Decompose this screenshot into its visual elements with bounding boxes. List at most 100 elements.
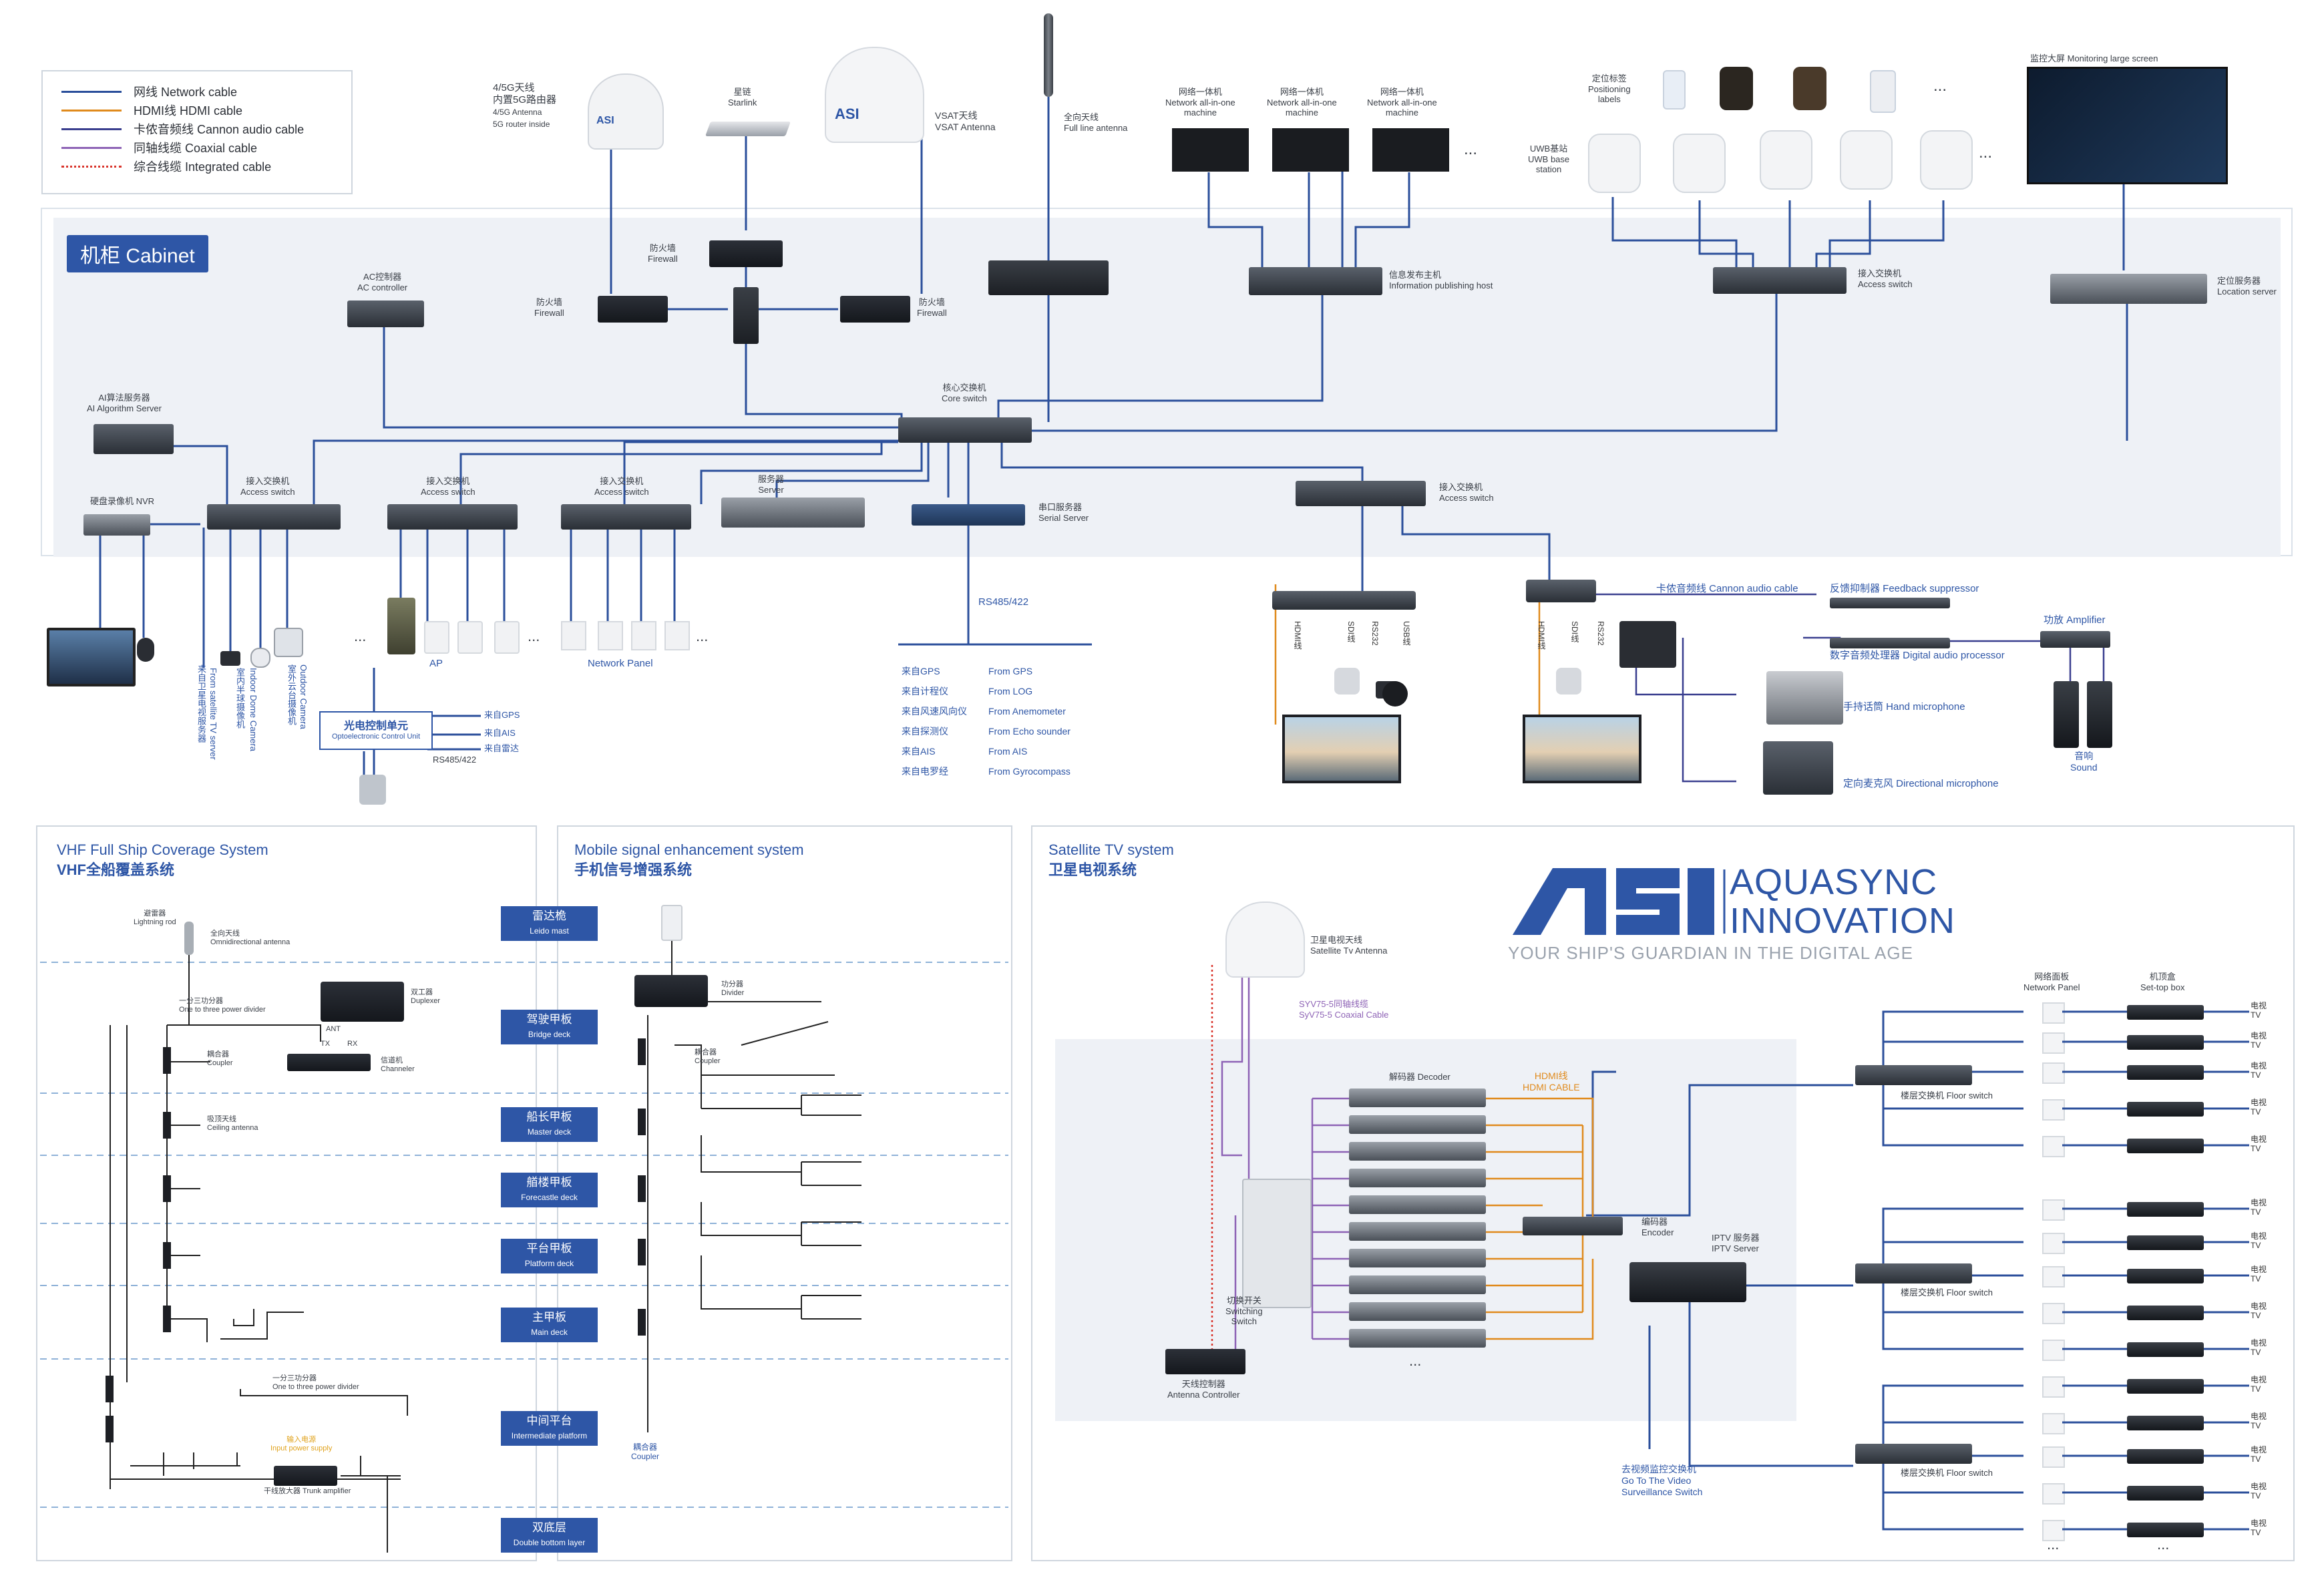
antenna-controller-icon — [1165, 1349, 1245, 1374]
feedback-suppressor-icon — [1830, 598, 1950, 608]
serial-source-zh: 来自计程仪 — [902, 686, 948, 697]
outdoor-ap-icon — [387, 598, 415, 654]
camera-1-icon — [220, 651, 240, 666]
coupler-6-icon — [106, 1376, 114, 1402]
panel-bottom-ellipsis: ... — [2047, 1536, 2060, 1553]
deck-separators — [40, 962, 1008, 1508]
full-line-receiver-icon — [988, 260, 1109, 295]
tv-link-line — [2062, 1421, 2249, 1424]
tv-link-line — [2062, 1144, 2249, 1147]
ptz-camera-icon — [274, 628, 303, 657]
tv-link-line — [2062, 1528, 2249, 1531]
coupler-5-icon — [163, 1306, 171, 1332]
tv-link-line — [2062, 1454, 2249, 1457]
conference-tv-2-icon — [1523, 715, 1641, 783]
vhf-cables — [110, 955, 408, 1553]
dome-camera-icon — [250, 648, 270, 668]
mobile-coupler-1-icon — [638, 1038, 646, 1065]
uwb-station-4-icon — [1840, 130, 1893, 190]
mouse-icon — [137, 638, 154, 662]
tv-network-panel-icon — [2042, 1062, 2065, 1084]
serial-source-zh: 来自探测仪 — [902, 726, 948, 737]
tv-network-panel-icon — [2042, 1340, 2065, 1361]
ap-ellipsis-2: ... — [528, 628, 540, 644]
lightning-rod-icon — [184, 922, 194, 955]
set-top-box-icon — [2127, 1342, 2204, 1357]
coupler-4-icon — [163, 1242, 171, 1269]
outdoor-camera-label: 室外云台摄像机 — [286, 664, 297, 725]
set-top-box-icon — [2127, 1235, 2204, 1250]
network-panel-3-icon — [631, 621, 656, 650]
conference-host-1-icon — [1272, 591, 1416, 610]
legend-item-cannon: 卡侬音频线 Cannon audio cable — [61, 121, 304, 137]
floor-switch-1-icon — [1855, 1065, 1972, 1085]
access-switch-5-icon — [1713, 267, 1847, 294]
conference-camera-1-icon — [1334, 668, 1360, 695]
core-switch-icon — [898, 417, 1032, 443]
stb-bottom-ellipsis: ... — [2157, 1536, 2170, 1553]
ap-label: AP — [429, 658, 443, 669]
access-switch-4-icon — [1296, 481, 1426, 506]
position-tag-4-icon — [1870, 70, 1896, 113]
satellite-tv-source-en: From satellite TV server — [208, 668, 218, 760]
legend-item-hdmi: HDMI线 HDMI cable — [61, 102, 242, 118]
mobile-cables — [647, 935, 861, 1432]
tv-network-panel-icon — [2042, 1413, 2065, 1434]
serial-server-icon — [912, 504, 1025, 526]
floor-switch-2-icon — [1855, 1263, 1972, 1283]
decoder-1-icon — [1349, 1088, 1486, 1107]
tv-network-panel-icon — [2042, 1136, 2065, 1157]
tv-link-line — [2062, 1274, 2249, 1277]
serial-source-zh: 来自风速风向仪 — [902, 706, 967, 717]
tv-network-panel-icon — [2042, 1483, 2065, 1505]
set-top-box-icon — [2127, 1065, 2204, 1080]
tv-link-line — [2062, 1241, 2249, 1243]
encoder-icon — [1523, 1217, 1623, 1235]
firewall-left-icon — [598, 296, 668, 323]
tv-network-panel-icon — [2042, 1099, 2065, 1121]
channeler-icon — [287, 1054, 371, 1071]
tv-link-line — [2062, 1107, 2249, 1110]
serial-source-en: From Anemometer — [988, 706, 1066, 717]
starlink-dish-icon — [705, 122, 791, 136]
outdoor-camera-en: Outdoor Camera — [299, 664, 309, 729]
amplifier-icon — [2040, 631, 2110, 648]
monitor-icon — [47, 628, 136, 686]
network-machine-3-icon — [1372, 128, 1449, 172]
firewall-right-icon — [840, 296, 910, 323]
tv-link-line — [2062, 1070, 2249, 1073]
switching-switch-icon — [1242, 1179, 1312, 1308]
legend-label: 网线 Network cable — [134, 85, 238, 99]
mobile-panel — [557, 825, 1012, 1561]
serial-source-en: From Gyrocompass — [988, 766, 1071, 777]
speakerphone-1-icon — [1382, 681, 1408, 707]
directional-mic-icon — [1763, 741, 1833, 795]
router-unit-icon — [733, 287, 759, 344]
nvr-label: 硬盘录像机 NVR — [90, 496, 155, 506]
serial-source-zh: 来自电罗经 — [902, 766, 948, 777]
floor-switch-2-label: 楼层交换机 Floor switch — [1901, 1287, 1993, 1298]
